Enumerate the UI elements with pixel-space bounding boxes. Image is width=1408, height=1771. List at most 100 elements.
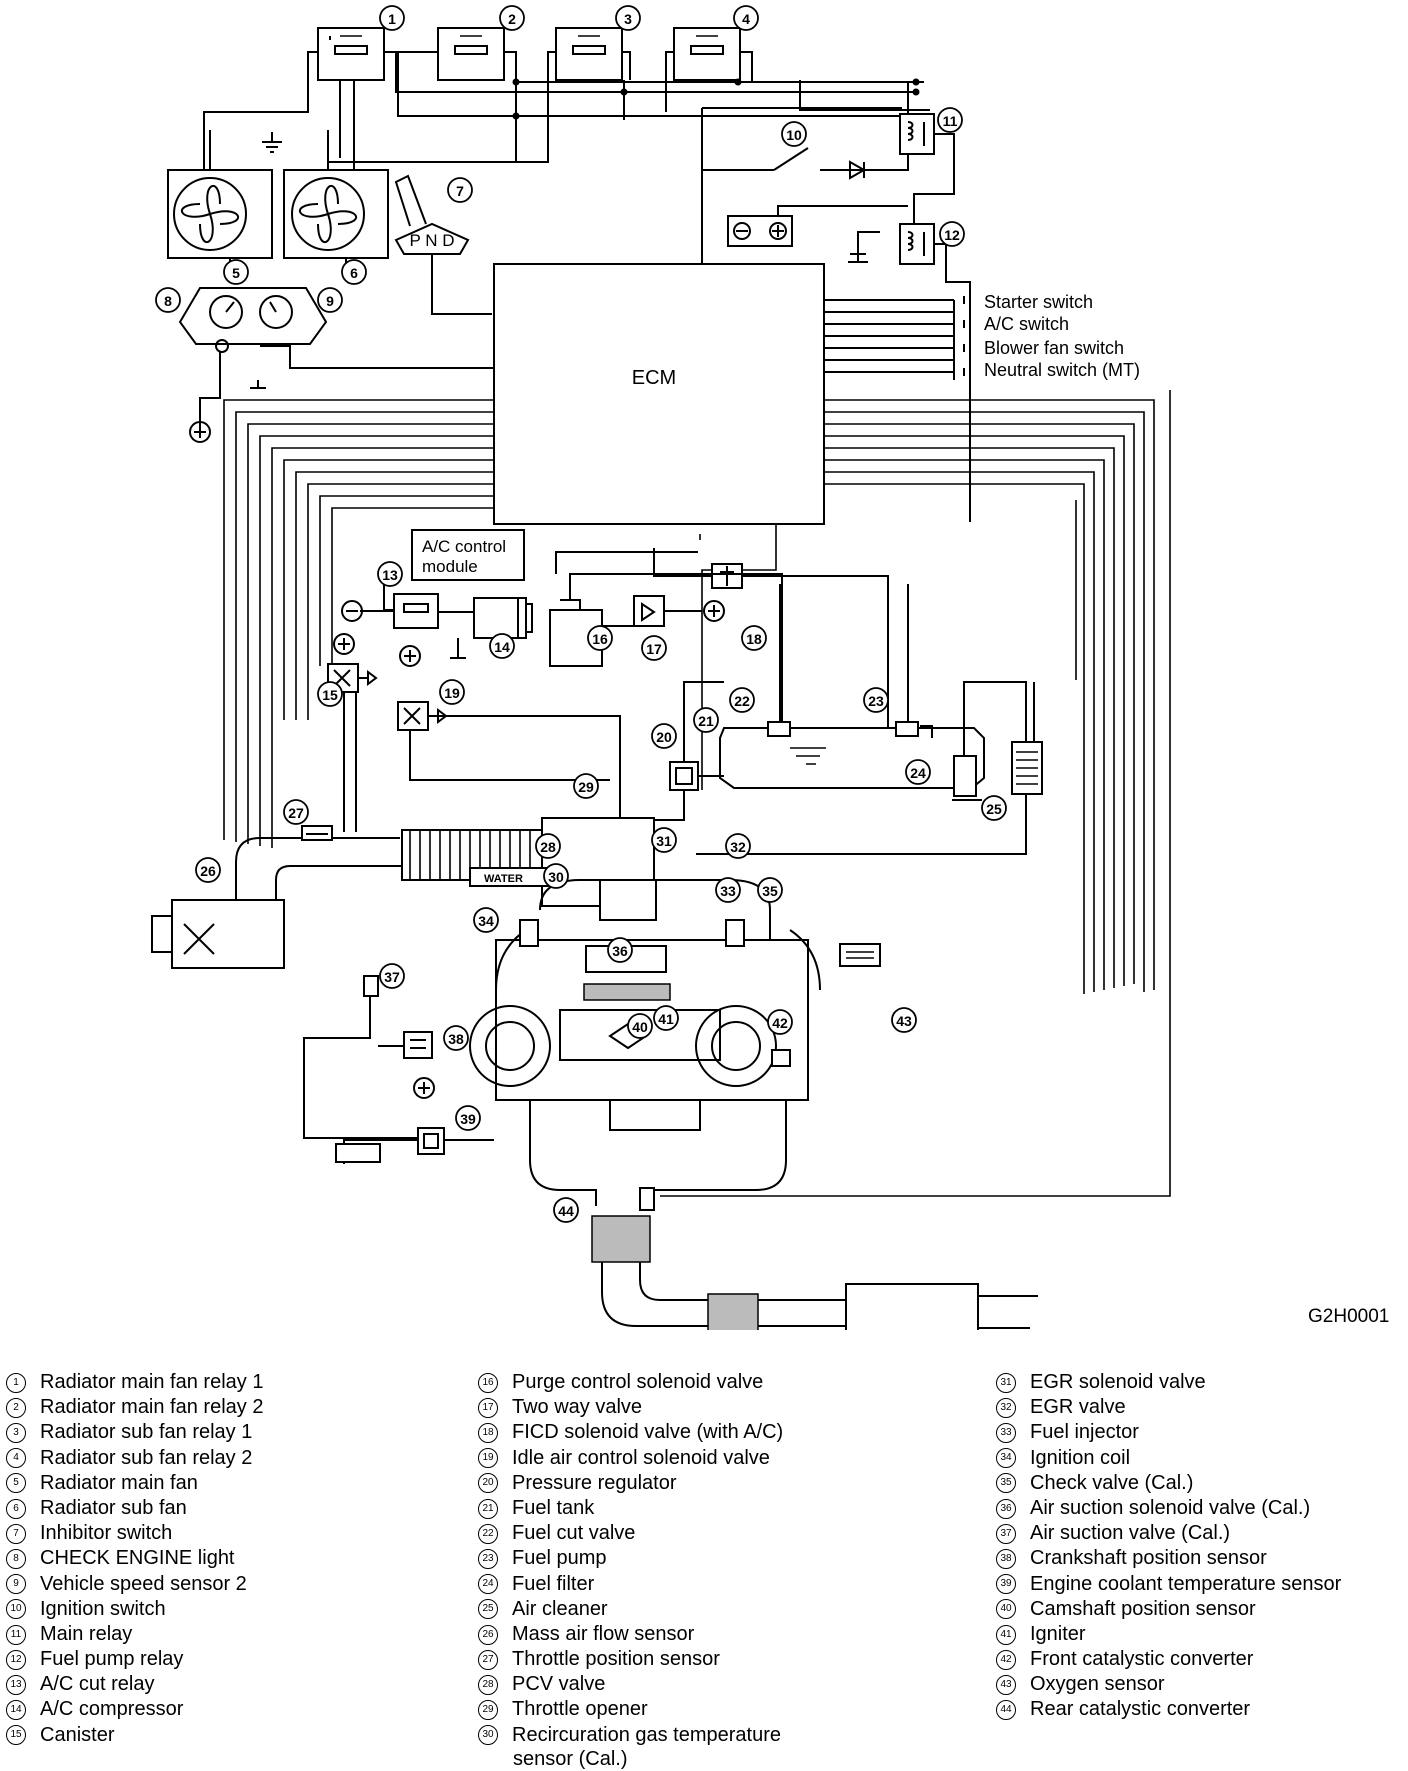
legend-label: Radiator sub fan relay 2	[40, 1446, 253, 1469]
legend-item: 34 Ignition coil	[996, 1446, 1341, 1471]
legend-label: Radiator main fan	[40, 1471, 198, 1494]
legend-number: 34	[996, 1448, 1016, 1469]
svg-text:5: 5	[232, 265, 240, 281]
svg-text:26: 26	[200, 863, 216, 879]
legend-number: 42	[996, 1649, 1016, 1670]
legend-number: 39	[996, 1574, 1016, 1595]
combination-meter	[178, 287, 520, 443]
svg-text:29: 29	[578, 779, 594, 795]
engine-control-schematic: P N D ECM Starter	[151, 5, 1389, 1330]
legend-number: 30	[478, 1725, 498, 1746]
legend-item: 38 Crankshaft position sensor	[996, 1546, 1341, 1571]
legend-number: 19	[478, 1448, 498, 1469]
legend-label: Radiator sub fan relay 1	[40, 1421, 253, 1444]
callout-3: 3	[615, 5, 641, 31]
callout-4: 4	[733, 5, 759, 31]
callout-39: 39	[455, 1105, 481, 1131]
relay-wiring	[203, 36, 930, 200]
legend-label: Fuel pump relay	[40, 1648, 184, 1671]
legend-number: 26	[478, 1624, 498, 1645]
callout-28: 28	[535, 833, 561, 859]
legend-label: Fuel tank	[512, 1496, 595, 1519]
legend-label: Fuel filter	[512, 1572, 595, 1595]
legend-label: Radiator main fan relay 1	[40, 1371, 264, 1393]
legend-number: 31	[996, 1372, 1016, 1393]
legend-number: 16	[478, 1372, 498, 1393]
exhaust-system	[529, 1100, 1038, 1330]
svg-text:24: 24	[910, 765, 926, 781]
legend-number: 22	[478, 1523, 498, 1544]
legend-label: Throttle opener	[512, 1698, 648, 1721]
legend-number: 12	[6, 1649, 26, 1670]
callout-44: 44	[553, 1197, 579, 1223]
legend-label: Vehicle speed sensor 2	[40, 1572, 247, 1595]
legend-label: Throttle position sensor	[512, 1648, 720, 1671]
svg-text:31: 31	[656, 833, 672, 849]
legend-number: 29	[478, 1700, 498, 1721]
legend-label: Pressure regulator	[512, 1471, 677, 1494]
figure-code: G2H0001	[1308, 1306, 1389, 1327]
callout-15: 15	[317, 681, 343, 707]
legend-label: Main relay	[40, 1622, 133, 1645]
callout-23: 23	[863, 687, 889, 713]
legend-column-2: 16 Purge control solenoid valve 17 Two way …	[478, 1370, 808, 1771]
radiator-fans	[167, 130, 389, 272]
callout-26: 26	[195, 857, 221, 883]
legend-label: Igniter	[1030, 1622, 1086, 1645]
callout-16: 16	[587, 625, 613, 651]
legend-label: Air suction solenoid valve (Cal.)	[1030, 1496, 1311, 1519]
legend-number: 32	[996, 1397, 1016, 1418]
legend-item: 19 Idle air control solenoid valve	[478, 1446, 808, 1471]
legend-number: 8	[6, 1549, 26, 1570]
svg-text:4: 4	[742, 11, 750, 27]
svg-text:16: 16	[592, 631, 608, 647]
callout-29: 29	[573, 773, 599, 799]
legend-label: FICD solenoid valve (with A/C)	[512, 1421, 784, 1444]
legend-number: 27	[478, 1649, 498, 1670]
legend-number: 25	[478, 1599, 498, 1620]
svg-text:22: 22	[734, 693, 750, 709]
legend-number: 43	[996, 1674, 1016, 1695]
legend-item: 26 Mass air flow sensor	[478, 1622, 808, 1647]
callout-25: 25	[981, 795, 1007, 821]
ecm-label: ECM	[632, 367, 676, 389]
legend-item: 27 Throttle position sensor	[478, 1647, 808, 1672]
legend-label: Two way valve	[512, 1396, 643, 1419]
callout-5: 5	[223, 259, 249, 285]
legend-label: Fuel pump	[512, 1547, 607, 1570]
legend-label: Purge control solenoid valve	[512, 1371, 764, 1393]
svg-text:19: 19	[444, 685, 460, 701]
legend-label: Ignition coil	[1030, 1446, 1131, 1469]
legend-label: CHECK ENGINE light	[40, 1547, 235, 1570]
legend-label: Radiator main fan relay 2	[40, 1396, 264, 1419]
svg-text:34: 34	[478, 913, 494, 929]
legend-number: 38	[996, 1549, 1016, 1570]
callout-2: 2	[499, 5, 525, 31]
callout-38: 38	[443, 1025, 469, 1051]
legend-label: Crankshaft position sensor	[1030, 1547, 1267, 1570]
svg-text:15: 15	[322, 687, 338, 703]
legend-label: Idle air control solenoid valve	[512, 1446, 770, 1469]
svg-text:12: 12	[944, 227, 960, 243]
svg-text:11: 11	[943, 113, 958, 129]
ecm-harness	[223, 390, 1171, 1197]
svg-text:10: 10	[786, 127, 802, 143]
legend-number: 37	[996, 1523, 1016, 1544]
callout-41: 41	[653, 1005, 679, 1031]
legend-label: A/C cut relay	[40, 1673, 155, 1696]
legend-number: 17	[478, 1397, 498, 1418]
legend-label: Mass air flow sensor	[512, 1622, 695, 1645]
legend-label: Inhibitor switch	[40, 1522, 173, 1545]
